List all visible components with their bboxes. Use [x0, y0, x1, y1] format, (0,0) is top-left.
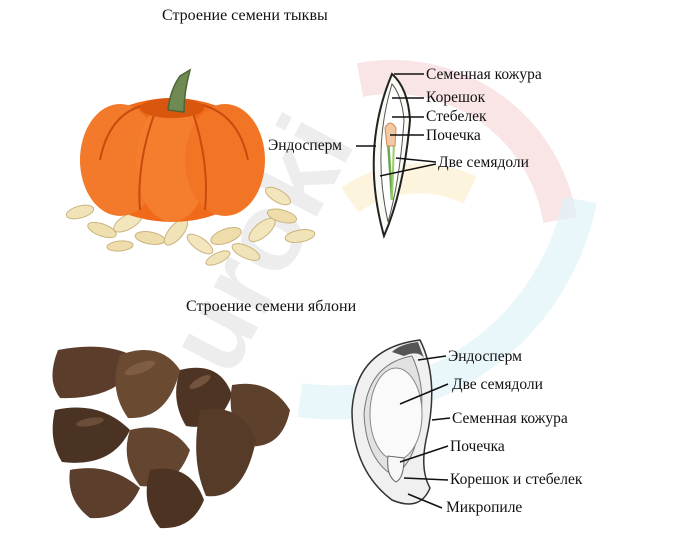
pumpkin-body — [80, 98, 265, 222]
pumpkin-title: Строение семени тыквы — [162, 7, 328, 24]
pumpkin-label-endosperm: Эндосперм — [268, 137, 342, 154]
pumpkin-seed-inner — [380, 82, 405, 223]
apple-seeds — [52, 346, 290, 529]
pumpkin-seeds-pile — [65, 186, 316, 266]
apple-label-micropyle: Микропиле — [446, 499, 523, 516]
pumpkin-label-stem: Стебелек — [426, 108, 487, 125]
apple-label-seed-coat: Семенная кожура — [452, 410, 568, 427]
pumpkin-stem — [167, 68, 192, 113]
apple-label-radicle-stem: Корешок и стебелек — [450, 471, 583, 488]
watermark-arc-yellow — [341, 163, 477, 213]
apple-label-bud: Почечка — [450, 438, 505, 455]
pumpkin-label-bud: Почечка — [426, 127, 481, 144]
apple-radicle — [387, 455, 405, 483]
apple-label-cotyledons: Две семядоли — [452, 376, 543, 393]
pumpkin-leader-lines — [356, 73, 437, 177]
pumpkin-cotyledon-2 — [391, 139, 395, 201]
apple-seed-coat-dark — [392, 342, 424, 358]
pumpkin-label-cotyledons: Две семядоли — [438, 154, 529, 171]
apple-title: Строение семени яблони — [186, 298, 357, 315]
pumpkin-label-seed-coat: Семенная кожура — [426, 66, 542, 83]
pumpkin-label-radicle: Корешок — [426, 89, 486, 106]
apple-label-endosperm: Эндосперм — [448, 348, 522, 365]
apple-cotyledons — [369, 367, 423, 461]
apple-leader-lines — [399, 355, 451, 509]
watermark-arc-red — [356, 59, 577, 223]
